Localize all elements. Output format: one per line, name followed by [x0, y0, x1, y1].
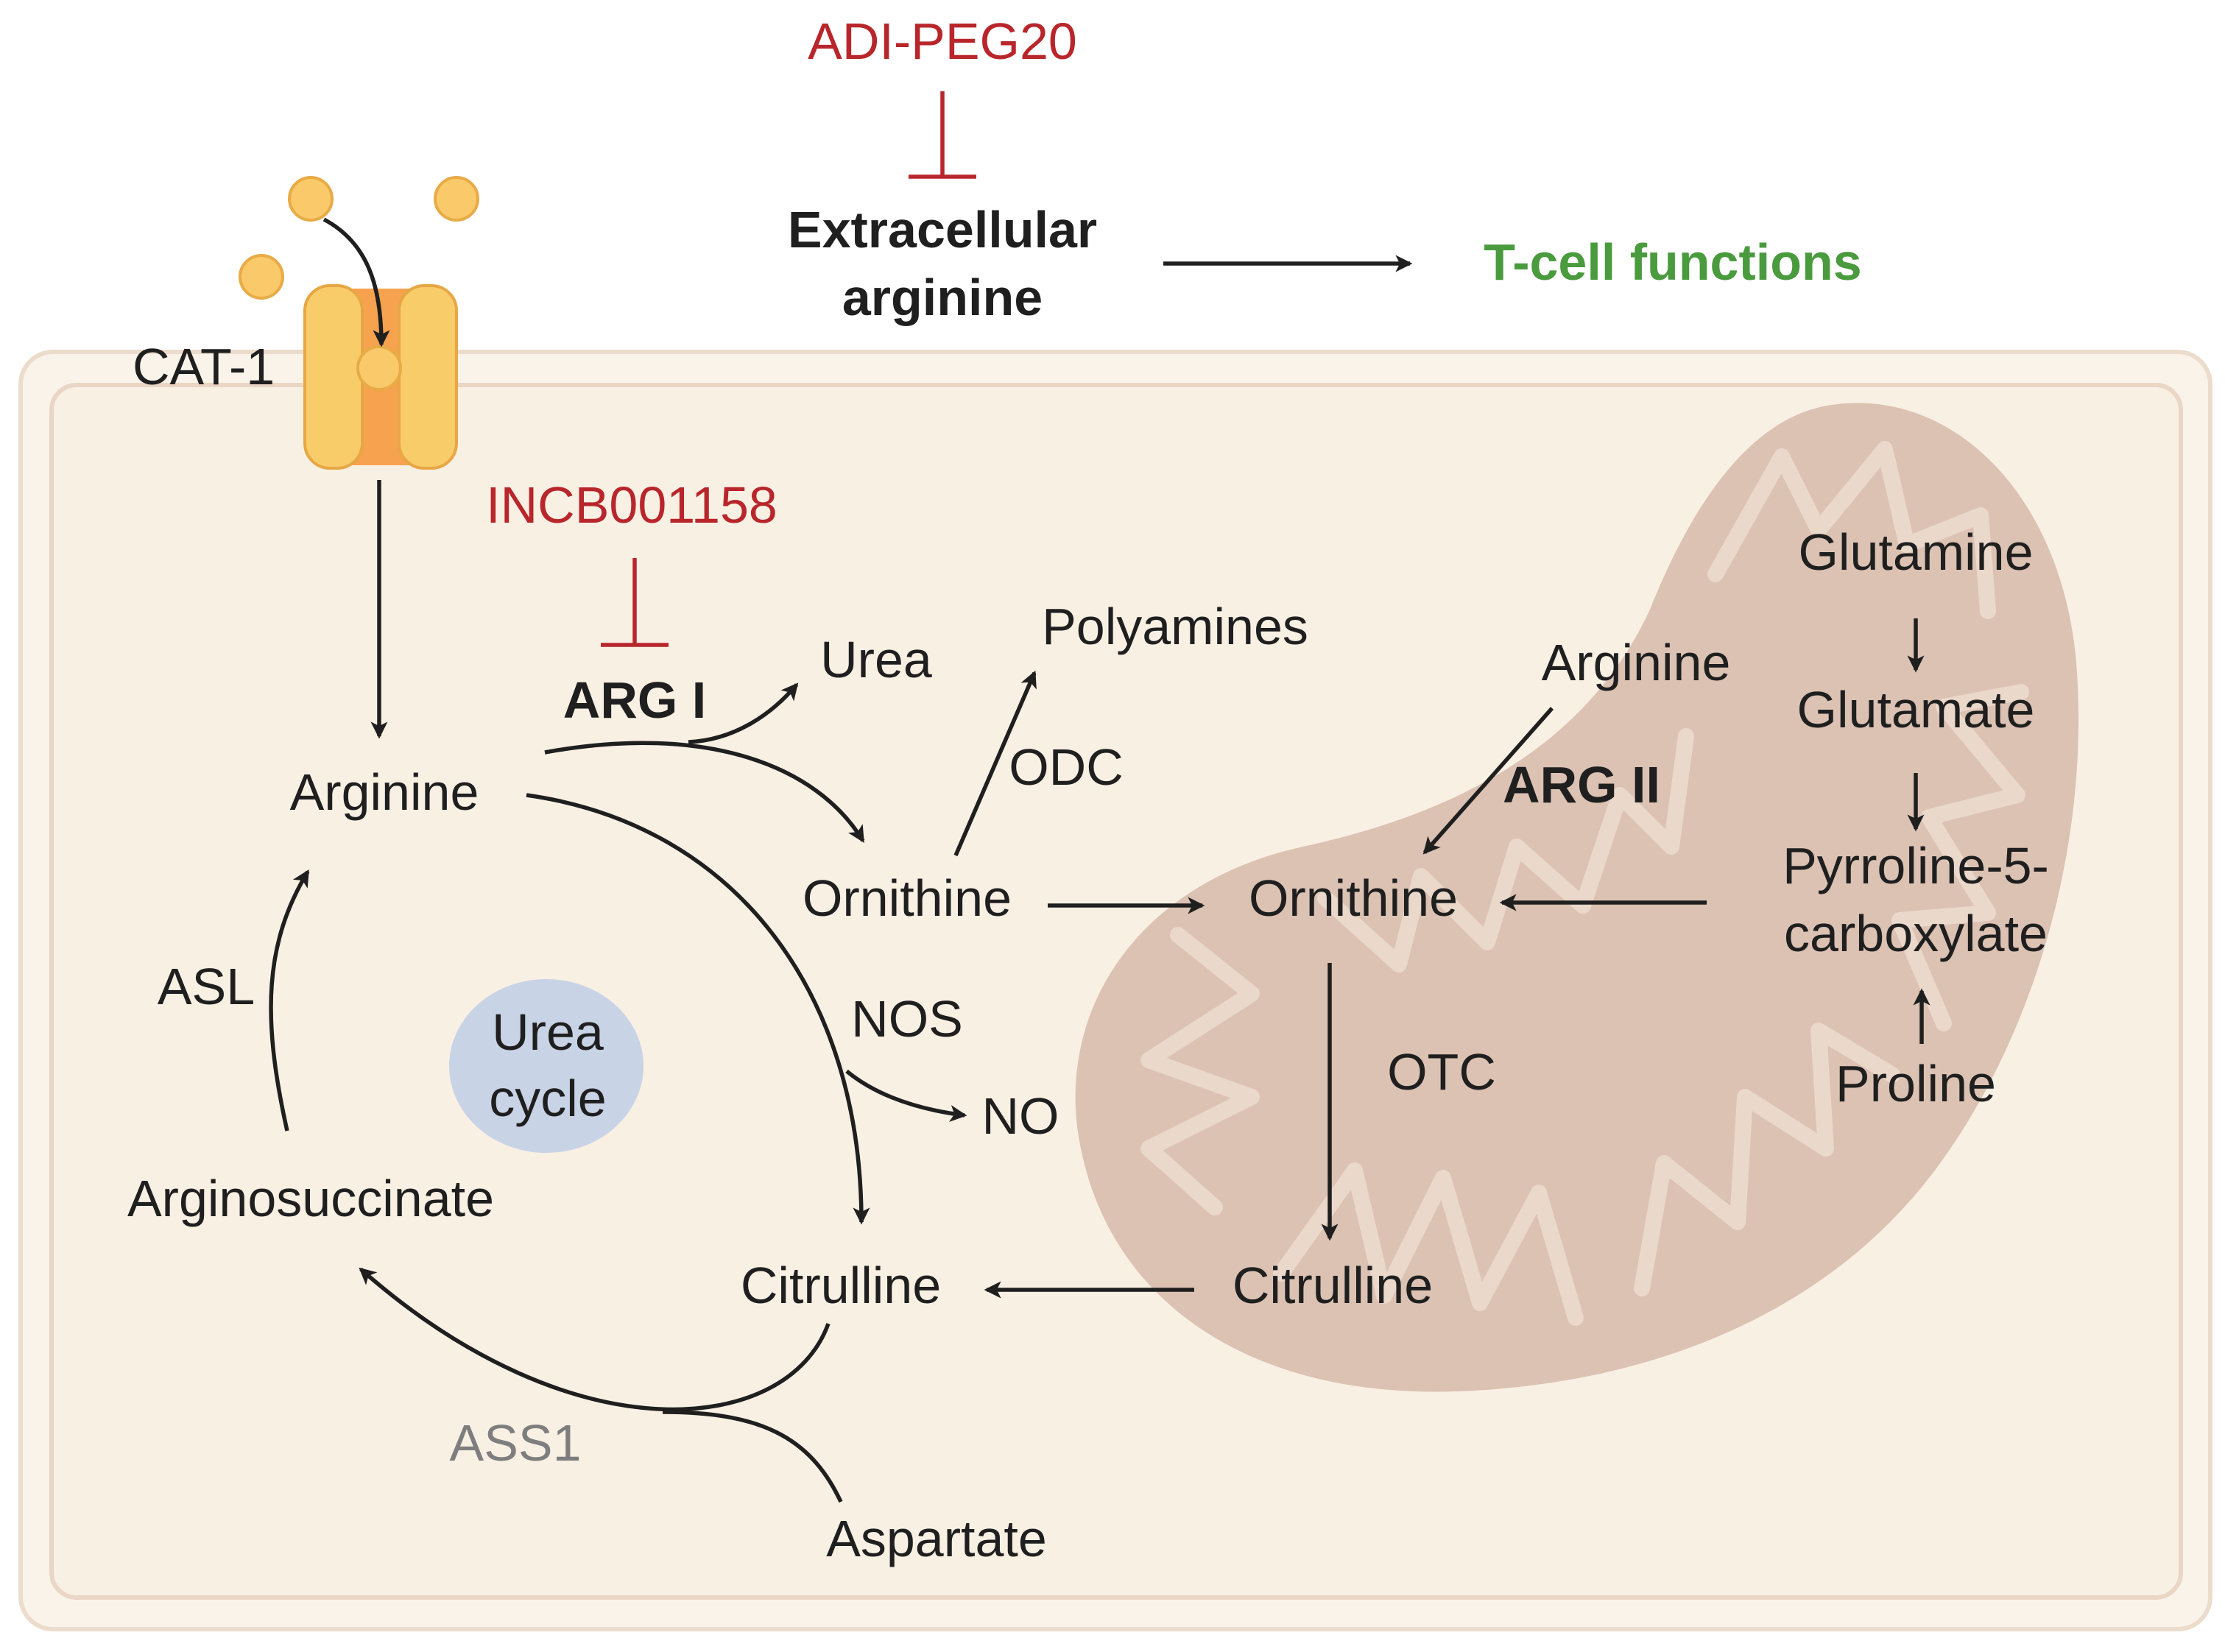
edge-citrulline-to-arginosuccinate — [359, 1267, 831, 1412]
edge-arg1-to-urea — [688, 682, 799, 744]
cat1-transporter — [239, 176, 479, 470]
edge-aspartate-input — [662, 1410, 843, 1503]
mito-arginine-label: Arginine — [1542, 634, 1731, 691]
tcell-functions-label: T-cell functions — [1484, 233, 1861, 291]
edge-mito-arginine-to-ornithine — [1422, 707, 1554, 855]
mitochondrion-cristae — [1140, 441, 2029, 1326]
glutamate-label: Glutamate — [1797, 681, 2035, 738]
otc-enzyme-label: OTC — [1387, 1043, 1496, 1101]
ass1-enzyme-label: ASS1 — [450, 1414, 582, 1472]
glutamine-label: Glutamine — [1798, 523, 2033, 581]
extracellular-arginine-label-line1: Extracellular — [788, 201, 1097, 258]
urea-label: Urea — [820, 631, 932, 688]
edge-ornithine-to-polyamines — [953, 670, 1037, 857]
arginine-ligand-3 — [239, 254, 284, 300]
extracellular-arginine-label-line2: arginine — [842, 269, 1043, 326]
edge-uptake-entry — [322, 217, 390, 347]
urea-cycle-label-line2: cycle — [489, 1070, 606, 1127]
edge-arginosuccinate-to-arginine — [269, 869, 310, 1132]
p5c-label-line1: Pyrroline-5- — [1783, 837, 2049, 894]
odc-enzyme-label: ODC — [1009, 738, 1124, 796]
edge-arginine-to-citrulline — [526, 793, 870, 1225]
mito-ornithine-label: Ornithine — [1249, 869, 1458, 927]
incb001158-label: INCB001158 — [486, 476, 777, 534]
arginine-ligand-1 — [288, 176, 334, 222]
inhibitor-bars — [601, 91, 976, 647]
adi-peg20-inhibition-bar — [909, 91, 976, 179]
incb001158-inhibition-bar — [601, 558, 669, 647]
arginine-label: Arginine — [290, 763, 479, 821]
aspartate-label: Aspartate — [826, 1510, 1047, 1567]
p5c-label-line2: carboxylate — [1784, 905, 2048, 962]
ornithine-label: Ornithine — [803, 869, 1012, 927]
pathway-edges — [269, 217, 1930, 1503]
labels: ADI-PEG20 Extracellular arginine T-cell … — [127, 13, 2049, 1567]
arg1-enzyme-label: ARG I — [563, 671, 706, 729]
urea-cycle-label-line1: Urea — [492, 1003, 604, 1061]
cat1-label: CAT-1 — [133, 338, 275, 395]
arginosuccinate-label: Arginosuccinate — [127, 1170, 494, 1227]
arginine-ligand-2 — [434, 176, 479, 222]
transporter-subunit-left — [303, 284, 364, 470]
adi-peg20-label: ADI-PEG20 — [808, 13, 1077, 70]
transporter-subunit-right — [398, 284, 458, 470]
arginine-ligand-in-channel — [356, 345, 402, 391]
proline-label: Proline — [1836, 1055, 1996, 1112]
citrulline-label: Citrulline — [741, 1257, 941, 1314]
no-label: NO — [982, 1087, 1059, 1145]
nos-enzyme-label: NOS — [851, 990, 963, 1048]
mito-citrulline-label: Citrulline — [1233, 1257, 1433, 1314]
polyamines-label: Polyamines — [1042, 598, 1308, 655]
urea-cycle-bubble — [449, 979, 643, 1153]
edge-nos-to-no — [845, 1069, 967, 1123]
arg2-enzyme-label: ARG II — [1503, 756, 1660, 813]
asl-enzyme-label: ASL — [158, 958, 255, 1015]
mitochondrion — [1075, 403, 2079, 1392]
edge-arginine-to-ornithine — [544, 741, 865, 843]
